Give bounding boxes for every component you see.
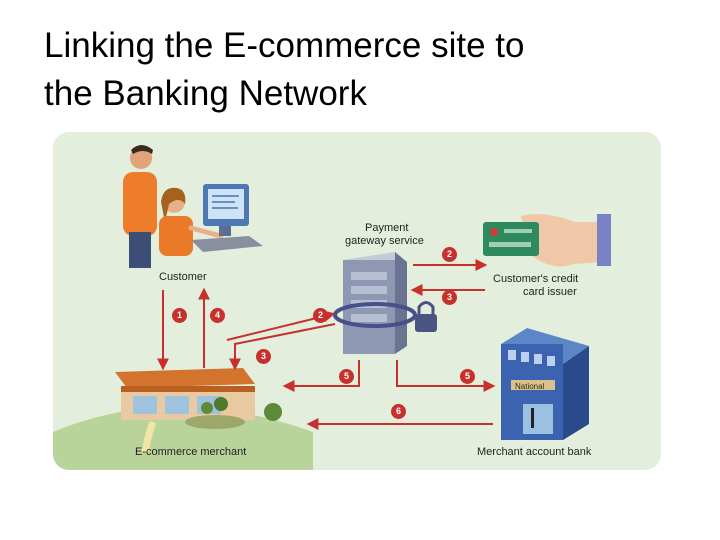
merchant-bank-label: Merchant account bank — [477, 446, 592, 458]
arrow-step-3-from-gateway — [229, 323, 336, 371]
diagram-illustration — [53, 145, 611, 470]
credit-card-hand-illustration — [483, 214, 611, 267]
step-badge-3-customer: 3 — [256, 349, 271, 364]
step-badge-2-issuer: 2 — [442, 247, 457, 262]
credit-issuer-label-line-1: Customer's credit — [493, 273, 579, 285]
diagram-panel: Customer Payment gateway service Custome… — [53, 132, 661, 470]
slide-title: Linking the E-commerce site to the Banki… — [44, 22, 704, 118]
ground-hill — [53, 407, 313, 470]
credit-issuer-label-line-2: card issuer — [523, 286, 577, 298]
arrow-step-5-to-bank — [396, 360, 496, 392]
computer-illustration — [191, 184, 263, 252]
slide-title-line-2: the Banking Network — [44, 74, 367, 113]
bank-sign-label: National — [515, 382, 545, 391]
step-badge-3-issuer: 3 — [442, 290, 457, 305]
step-badge-4: 4 — [210, 308, 225, 323]
ecommerce-merchant-label: E-commerce merchant — [135, 446, 247, 458]
bank-building-illustration — [501, 328, 589, 440]
step-badge-1: 1 — [172, 308, 187, 323]
customer-man-illustration — [123, 145, 157, 268]
step-badge-6: 6 — [391, 404, 406, 419]
payment-gateway-label-line-2: gateway service — [345, 235, 424, 247]
flow-arrows — [157, 259, 496, 430]
customer-label: Customer — [159, 271, 207, 283]
arrow-step-5-to-merchant — [282, 360, 360, 392]
payment-gateway-label-line-1: Payment — [365, 222, 409, 234]
server-illustration — [333, 252, 417, 354]
customer-woman-illustration — [159, 187, 224, 256]
step-badge-5-bank: 5 — [460, 369, 475, 384]
padlock-icon — [415, 301, 437, 332]
step-badge-5-merchant: 5 — [339, 369, 354, 384]
ecommerce-store-illustration — [115, 368, 282, 453]
slide-title-line-1: Linking the E-commerce site to — [44, 26, 525, 65]
step-badge-2-customer: 2 — [313, 308, 328, 323]
